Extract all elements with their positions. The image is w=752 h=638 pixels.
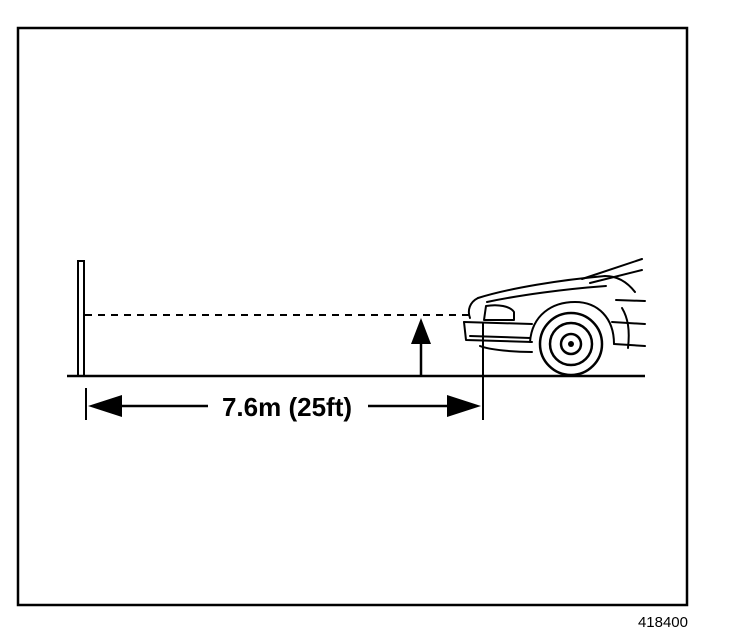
car-front [463,258,646,353]
height-arrow [411,318,431,376]
diagram-frame [16,26,689,607]
distance-label: 7.6m (25ft) [222,392,352,422]
distance-left-arrowhead [88,395,122,417]
distance-right-arrowhead [447,395,481,417]
figure-id: 418400 [638,614,688,631]
car-wheel [538,311,604,377]
distance-dimension [85,388,481,420]
aiming-screen-post [77,260,85,376]
